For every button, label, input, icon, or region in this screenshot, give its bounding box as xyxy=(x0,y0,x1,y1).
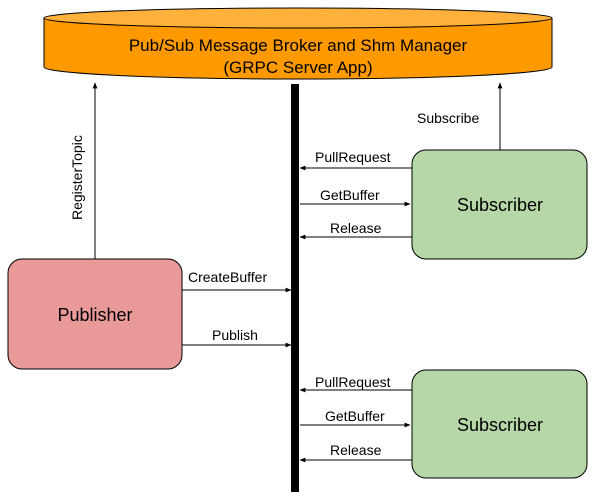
subscribe-label: Subscribe xyxy=(417,110,479,126)
subscriber-top-label: Subscriber xyxy=(457,195,543,215)
broker-title-line1: Pub/Sub Message Broker and Shm Manager xyxy=(129,36,468,55)
bottom-release-label: Release xyxy=(330,442,382,458)
register-topic-label: RegisterTopic xyxy=(69,135,85,220)
subscriber-top-box xyxy=(411,149,588,260)
top-get-buffer-label: GetBuffer xyxy=(320,187,380,203)
subscriber-bottom-box xyxy=(411,369,588,479)
bottom-pull-request-label: PullRequest xyxy=(315,374,391,390)
top-release-label: Release xyxy=(330,220,382,236)
publisher-label: Publisher xyxy=(57,305,132,325)
broker-cylinder-top xyxy=(43,7,553,29)
publish-label: Publish xyxy=(212,327,258,343)
subscriber-bottom-label: Subscriber xyxy=(457,415,543,435)
top-pull-request-label: PullRequest xyxy=(315,149,391,165)
subscriber-bottom-node: Subscriber xyxy=(411,369,588,479)
subscriber-top-node: Subscriber xyxy=(411,149,588,260)
create-buffer-label: CreateBuffer xyxy=(188,269,267,285)
broker-cylinder-body xyxy=(43,17,553,80)
publisher-box xyxy=(7,258,183,370)
bottom-get-buffer-label: GetBuffer xyxy=(325,408,385,424)
broker-node: Pub/Sub Message Broker and Shm Manager (… xyxy=(43,7,553,80)
publisher-node: Publisher xyxy=(7,258,183,370)
broker-title-line2: (GRPC Server App) xyxy=(223,58,372,77)
